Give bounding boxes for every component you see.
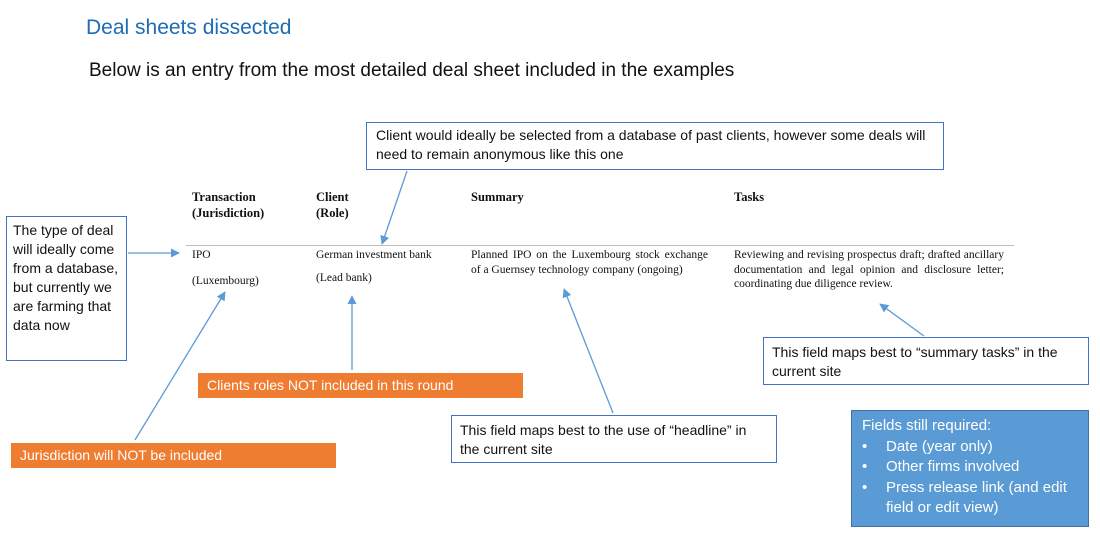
list-item: •Press release link (and edit field or e… [862, 478, 1067, 517]
bullet-icon: • [862, 458, 868, 475]
cell-role: (Lead bank) [316, 272, 372, 284]
arrow-tasks [879, 303, 925, 337]
arrow-jurisdiction [134, 291, 226, 441]
arrow-headline [562, 288, 614, 414]
slide-subtitle: Below is an entry from the most detailed… [89, 60, 735, 81]
cell-client: German investment bank [316, 249, 432, 261]
header-client: Client (Role) [316, 190, 349, 220]
table-header-divider [186, 245, 1014, 246]
list-item: •Other firms involved [860, 457, 1078, 478]
header-summary: Summary [471, 190, 524, 204]
bullet-icon: • [862, 478, 868, 496]
arrow-client [380, 170, 408, 245]
slide-title: Deal sheets dissected [86, 16, 292, 39]
cell-summary: Planned IPO on the Luxembourg stock exch… [471, 249, 708, 276]
deal-type-callout: The type of deal will ideally come from … [6, 216, 127, 361]
tasks-map-callout: This field maps best to “summary tasks” … [763, 337, 1089, 385]
jurisdiction-note: Jurisdiction will NOT be included [11, 443, 336, 468]
header-tasks: Tasks [734, 190, 765, 204]
bullet-icon: • [862, 437, 868, 455]
fields-required-list: •Date (year only) •Other firms involved … [860, 437, 1078, 519]
cell-jurisdiction: (Luxembourg) [192, 275, 259, 287]
fields-required-box: Fields still required: •Date (year only)… [851, 410, 1089, 527]
client-callout: Client would ideally be selected from a … [366, 122, 944, 170]
client-roles-note: Clients roles NOT included in this round [198, 373, 523, 398]
fields-required-heading: Fields still required: [862, 417, 992, 434]
cell-tasks: Reviewing and revising prospectus draft;… [734, 249, 1004, 290]
list-item: •Date (year only) [860, 437, 1078, 458]
cell-transaction: IPO [192, 249, 211, 261]
header-transaction: Transaction (Jurisdiction) [192, 190, 265, 220]
headline-map-callout: This field maps best to the use of “head… [451, 415, 777, 463]
